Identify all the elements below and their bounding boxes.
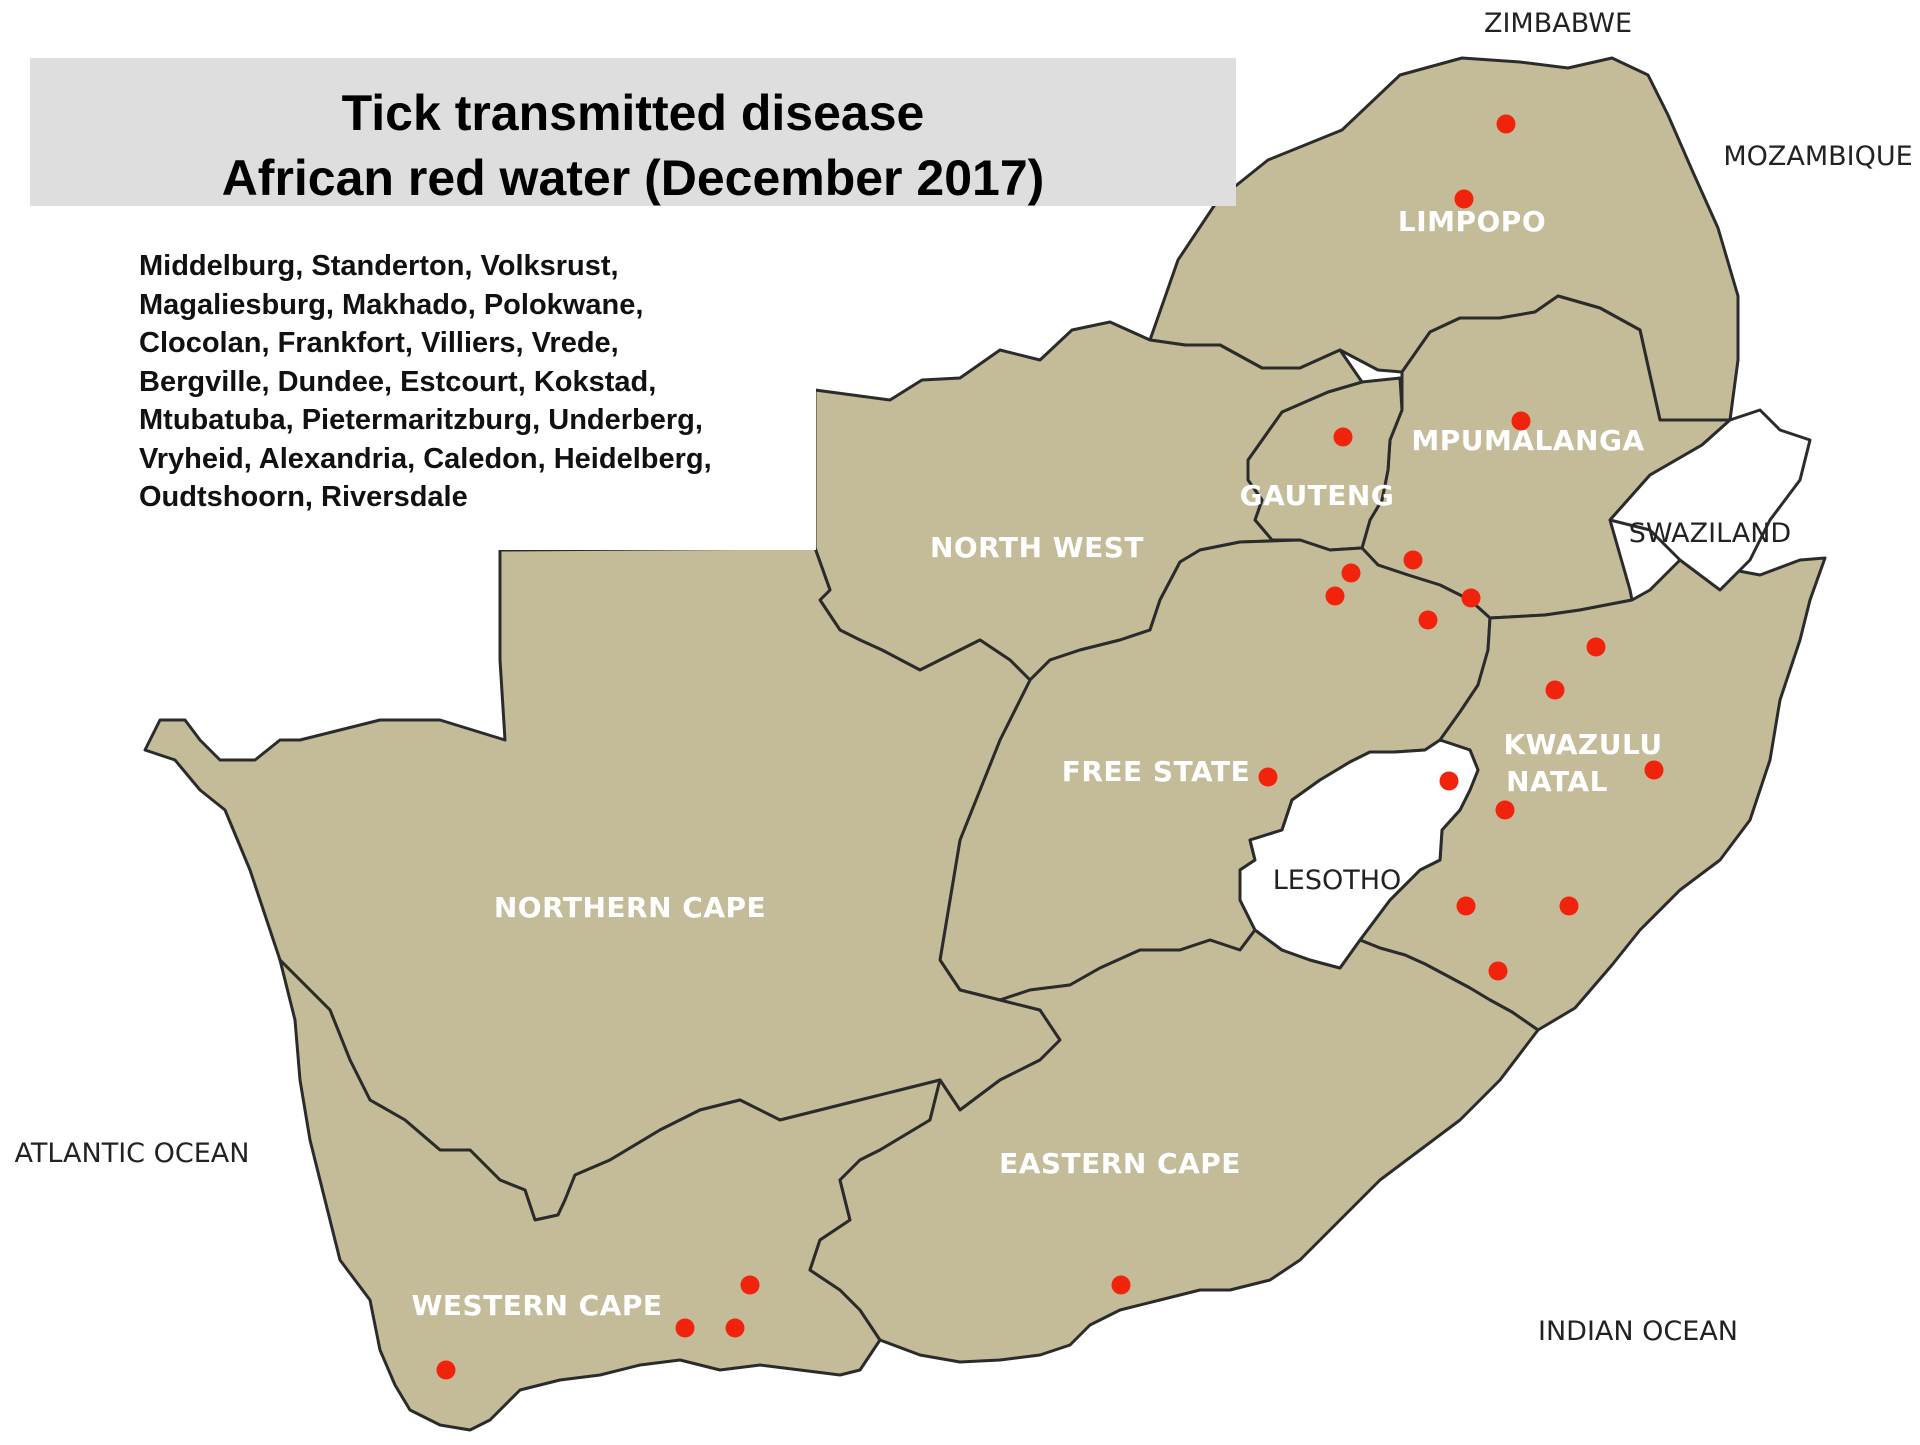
outbreak-marker bbox=[1454, 189, 1474, 209]
label-atlantic-ocean: ATLANTIC OCEAN bbox=[15, 1138, 250, 1169]
lesotho-shape bbox=[1238, 738, 1480, 970]
label-lesotho: LESOTHO bbox=[1273, 865, 1402, 896]
locations-line: Mtubatuba, Pietermaritzburg, Underberg, bbox=[139, 404, 703, 436]
label-gauteng: GAUTENG bbox=[1240, 479, 1395, 512]
title-line-2: African red water (December 2017) bbox=[222, 150, 1045, 206]
swaziland-shape bbox=[1608, 408, 1812, 592]
outbreak-marker bbox=[1111, 1275, 1131, 1295]
outbreak-marker bbox=[1341, 563, 1361, 583]
outbreak-marker bbox=[1644, 760, 1664, 780]
outbreak-marker bbox=[1258, 767, 1278, 787]
outbreak-marker bbox=[436, 1360, 456, 1380]
label-mpumalanga: MPUMALANGA bbox=[1411, 424, 1644, 457]
label-eastern-cape: EASTERN CAPE bbox=[999, 1147, 1241, 1180]
outbreak-marker bbox=[1488, 961, 1508, 981]
label-kwazulu-natal-2: NATAL bbox=[1506, 765, 1608, 798]
outbreak-marker bbox=[1496, 114, 1516, 134]
locations-line: Magaliesburg, Makhado, Polokwane, bbox=[139, 289, 643, 321]
outbreak-marker bbox=[1559, 896, 1579, 916]
outbreak-marker bbox=[1325, 586, 1345, 606]
locations-line: Vryheid, Alexandria, Caledon, Heidelberg… bbox=[139, 443, 712, 475]
province-labels: LIMPOPO MPUMALANGA GAUTENG NORTH WEST FR… bbox=[411, 205, 1662, 1322]
outbreak-marker bbox=[1511, 411, 1531, 431]
outbreak-marker bbox=[675, 1318, 695, 1338]
label-mozambique: MOZAMBIQUE bbox=[1723, 141, 1912, 172]
outbreak-marker bbox=[1461, 588, 1481, 608]
title-banner bbox=[30, 58, 1236, 206]
locations-list-panel bbox=[120, 230, 816, 550]
label-kwazulu-natal-1: KWAZULU bbox=[1503, 728, 1662, 761]
locations-line: Clocolan, Frankfort, Villiers, Vrede, bbox=[139, 327, 619, 359]
label-zimbabwe: ZIMBABWE bbox=[1484, 8, 1632, 39]
label-free-state: FREE STATE bbox=[1062, 755, 1251, 788]
outbreak-marker bbox=[740, 1275, 760, 1295]
outbreak-marker bbox=[1418, 610, 1438, 630]
province-eastern-cape bbox=[808, 928, 1540, 1364]
label-northern-cape: NORTHERN CAPE bbox=[494, 891, 766, 924]
outbreak-marker bbox=[1456, 896, 1476, 916]
outbreak-marker bbox=[1333, 427, 1353, 447]
label-western-cape: WESTERN CAPE bbox=[411, 1289, 662, 1322]
outbreak-marker bbox=[1545, 680, 1565, 700]
outbreak-marker bbox=[1495, 800, 1515, 820]
outbreak-marker bbox=[1403, 550, 1423, 570]
title-line-1: Tick transmitted disease bbox=[342, 85, 925, 141]
locations-list: Middelburg, Standerton, Volksrust, Magal… bbox=[139, 250, 712, 513]
outbreak-marker bbox=[1439, 771, 1459, 791]
label-swaziland: SWAZILAND bbox=[1629, 518, 1791, 549]
outbreak-marker bbox=[1586, 637, 1606, 657]
locations-line: Oudtshoorn, Riversdale bbox=[139, 481, 468, 513]
outbreak-marker bbox=[725, 1318, 745, 1338]
provinces-layer bbox=[143, 56, 1827, 1432]
locations-line: Middelburg, Standerton, Volksrust, bbox=[139, 250, 619, 282]
label-north-west: NORTH WEST bbox=[930, 531, 1144, 564]
label-indian-ocean: INDIAN OCEAN bbox=[1538, 1316, 1738, 1347]
label-limpopo: LIMPOPO bbox=[1398, 205, 1546, 238]
outbreak-markers bbox=[436, 114, 1664, 1380]
neighbor-labels: ZIMBABWE MOZAMBIQUE SWAZILAND LESOTHO AT… bbox=[15, 8, 1913, 1347]
locations-line: Bergville, Dundee, Estcourt, Kokstad, bbox=[139, 366, 656, 398]
